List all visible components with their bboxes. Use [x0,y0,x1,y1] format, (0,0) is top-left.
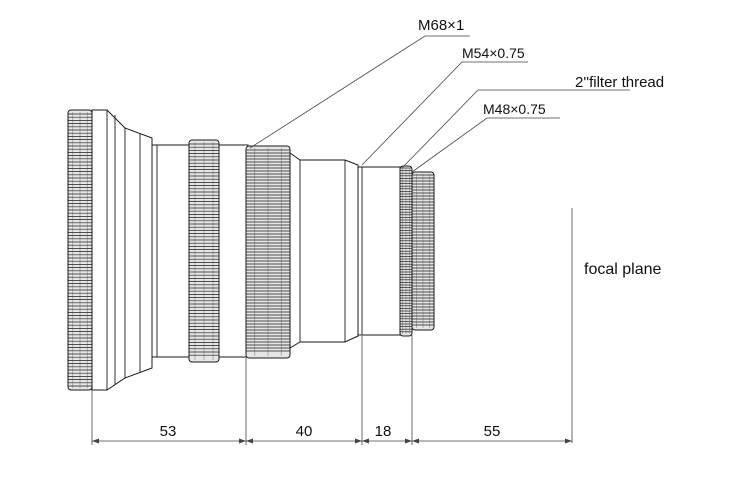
leader-m68 [249,35,470,149]
callout-m48: M48×0.75 [483,101,546,117]
dimension-40: 40 [296,423,313,440]
leader-filter [401,89,630,169]
dimension-18: 18 [375,423,392,440]
callout-m68: M68×1 [418,17,464,34]
focal-plane-label: focal plane [584,261,661,278]
m48-knurled-ring [411,171,435,331]
dimension-arrows [92,438,572,444]
front-hood [91,109,153,391]
dimension-53: 53 [160,423,177,440]
callout-m54: M54×0.75 [462,45,525,61]
callout-filter: 2''filter thread [575,74,664,91]
step-section [357,166,401,336]
filter-thread-ring [399,165,413,337]
leader-m54 [361,61,528,166]
middle-knurled-ring [188,139,220,363]
front-knurled-ring [67,109,93,391]
leader-m48 [411,117,560,173]
tapered-section [289,152,359,349]
m68-knurled-ring [245,145,291,359]
dimension-55: 55 [484,423,501,440]
